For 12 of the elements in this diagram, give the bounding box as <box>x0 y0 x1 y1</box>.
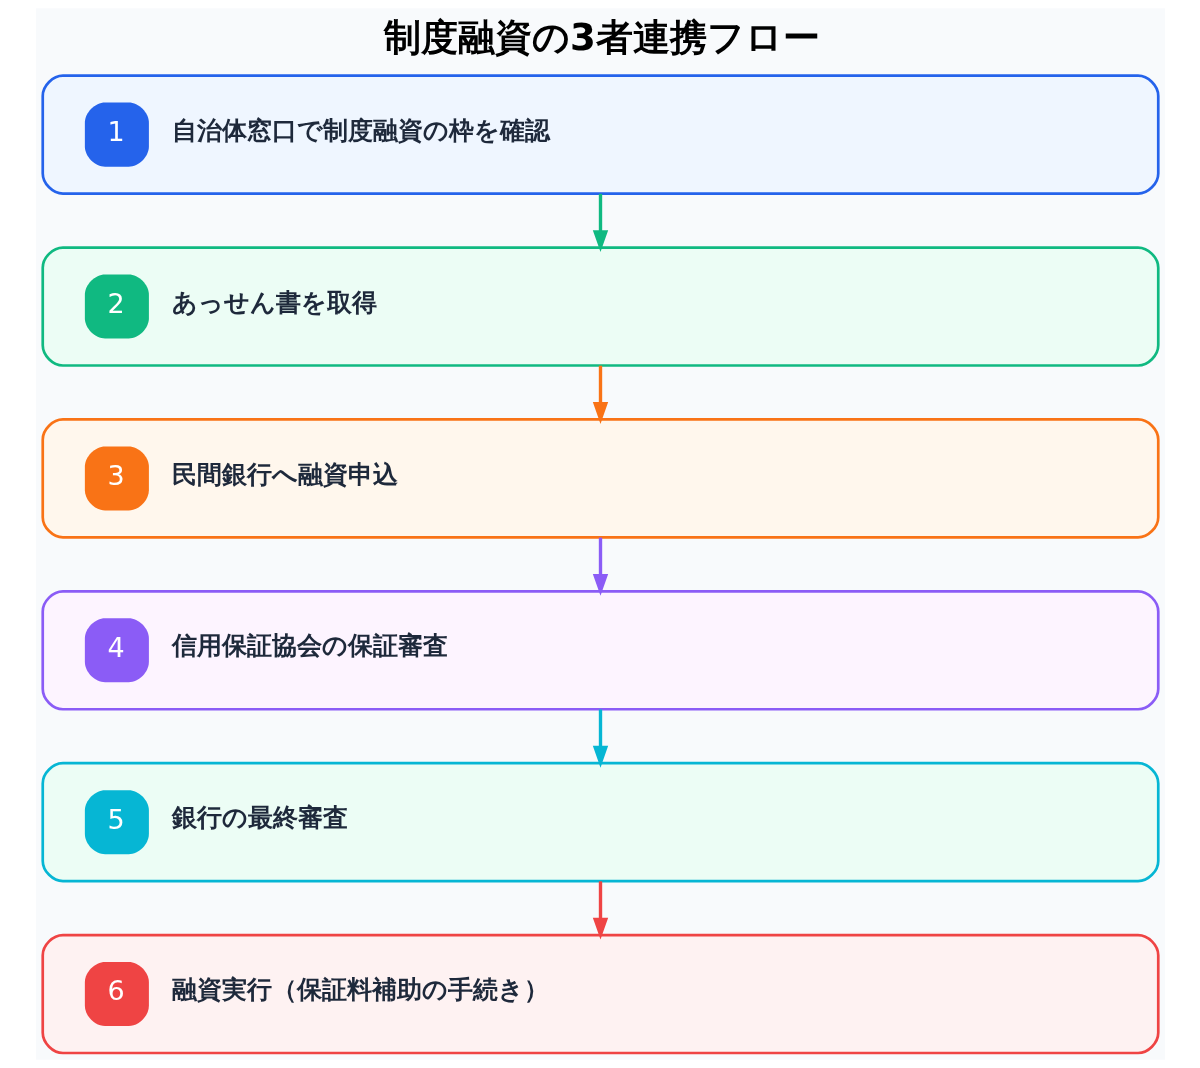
diagram-title: 制度融資の3者連携フロー <box>383 15 820 59</box>
node-box: 1 自治体窓口で制度融資の枠を確認 <box>40 74 1160 195</box>
arrow <box>592 365 608 424</box>
arrow <box>592 193 608 253</box>
node-box: 5 銀行の最終審査 <box>40 761 1160 883</box>
arrow <box>592 537 608 596</box>
node-box: 6 融資実行（保証料補助の手続き） <box>40 933 1160 1055</box>
node-box: 3 民間銀行へ融資申込 <box>40 418 1160 539</box>
node-box: 4 信用保証協会の保証審査 <box>40 589 1160 711</box>
node-box: 2 あっせん書を取得 <box>40 246 1160 367</box>
arrow <box>592 881 608 940</box>
arrow <box>592 709 608 768</box>
